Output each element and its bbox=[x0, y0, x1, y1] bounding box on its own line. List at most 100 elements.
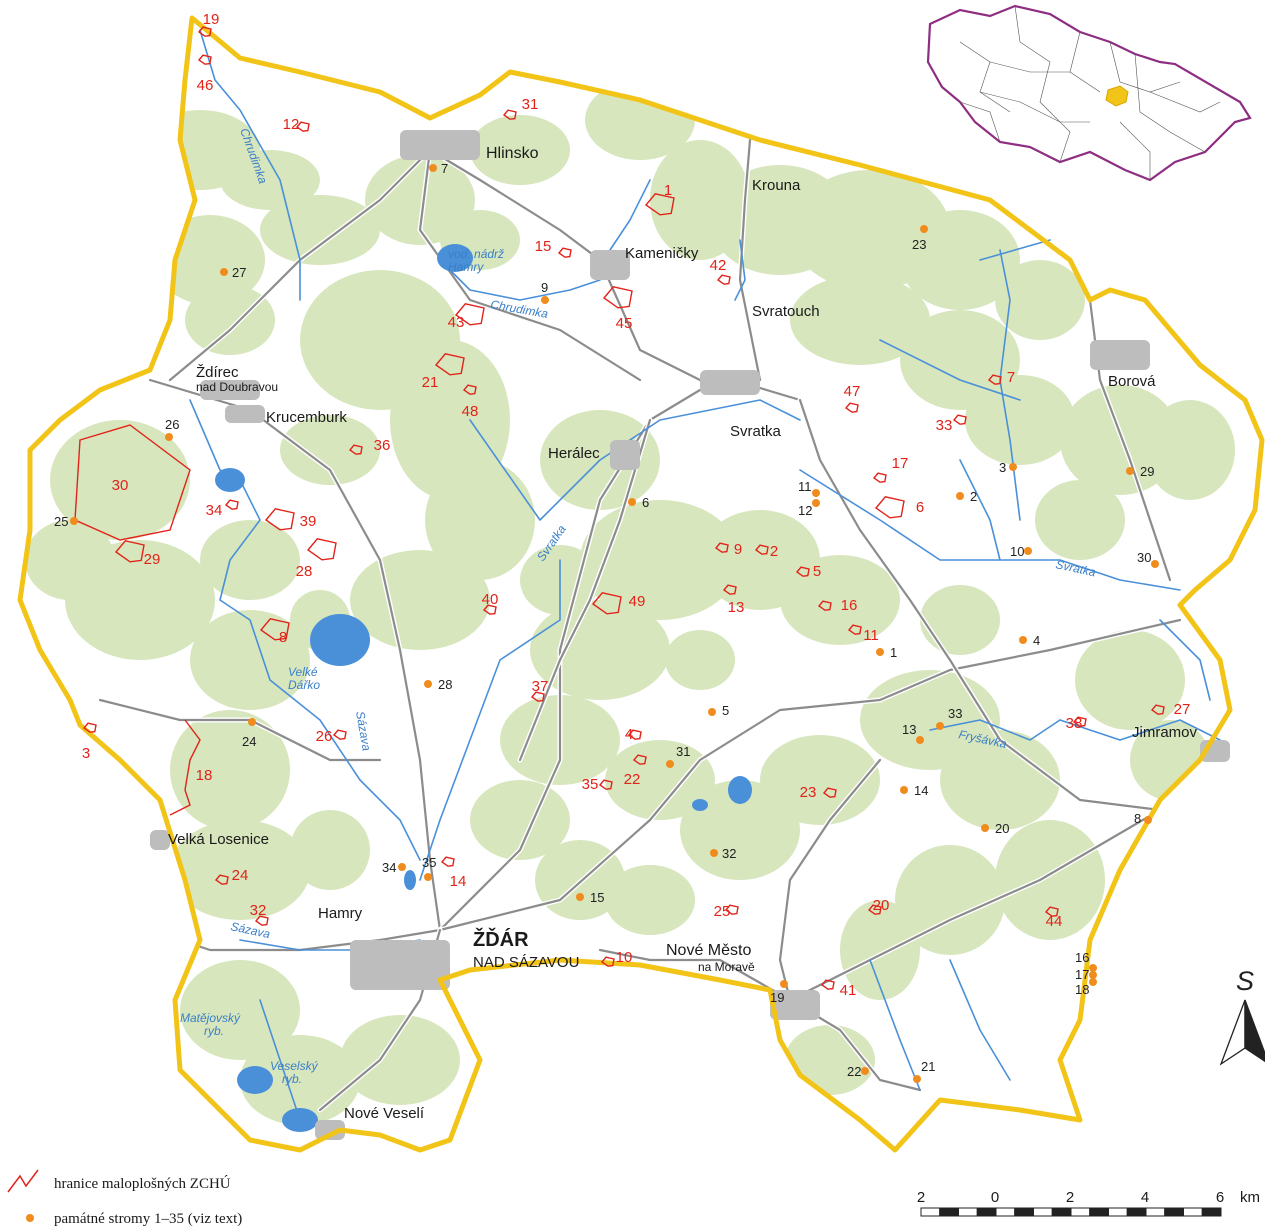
protected-area-label-9: 9 bbox=[734, 541, 742, 558]
protected-area-4 bbox=[627, 729, 642, 740]
town-shape bbox=[225, 405, 265, 423]
protected-area-label-48: 48 bbox=[462, 403, 479, 420]
protected-area-label-25: 25 bbox=[714, 903, 731, 920]
forest-patch bbox=[470, 780, 570, 860]
protected-area-36 bbox=[348, 444, 363, 455]
memorial-tree-label-15: 15 bbox=[590, 890, 604, 905]
town-shape bbox=[400, 130, 480, 160]
memorial-tree-label-29: 29 bbox=[1140, 464, 1154, 479]
memorial-tree-19 bbox=[780, 980, 788, 988]
memorial-tree-13 bbox=[916, 736, 924, 744]
protected-area-label-11: 11 bbox=[863, 627, 879, 644]
protected-area-label-23: 23 bbox=[800, 784, 817, 801]
protected-area-label-46: 46 bbox=[197, 77, 214, 94]
forest-patch bbox=[340, 1015, 460, 1105]
river bbox=[959, 459, 1001, 561]
water-label-vod_nadrz: vod. nádrž bbox=[448, 247, 504, 261]
memorial-tree-9 bbox=[541, 296, 549, 304]
protected-area-label-29: 29 bbox=[144, 551, 161, 568]
scale-segment bbox=[995, 1207, 1016, 1217]
town-label-zdirec: Ždírec bbox=[196, 364, 239, 381]
memorial-tree-5 bbox=[708, 708, 716, 716]
scale-segment bbox=[1108, 1207, 1128, 1217]
protected-area-label-30: 30 bbox=[112, 477, 129, 494]
memorial-tree-16 bbox=[1089, 964, 1097, 972]
forest-patch bbox=[940, 730, 1060, 830]
memorial-tree-30 bbox=[1151, 560, 1159, 568]
protected-area-label-45: 45 bbox=[616, 315, 633, 332]
inset-district-lines bbox=[959, 5, 1221, 180]
protected-area-47 bbox=[844, 402, 859, 413]
inset-map bbox=[926, 4, 1252, 182]
memorial-tree-label-31: 31 bbox=[676, 744, 690, 759]
scale-segment bbox=[920, 1207, 941, 1217]
road bbox=[798, 398, 1162, 812]
protected-area-15 bbox=[557, 247, 572, 258]
protected-area-12 bbox=[295, 121, 310, 132]
memorial-tree-22 bbox=[861, 1067, 869, 1075]
forest-patch bbox=[1035, 480, 1125, 560]
inset-district-line bbox=[1039, 101, 1071, 163]
road bbox=[598, 948, 792, 1002]
memorial-tree-label-18: 18 bbox=[1075, 982, 1089, 997]
memorial-tree-label-19: 19 bbox=[770, 990, 784, 1005]
protected-area-label-34: 34 bbox=[206, 502, 223, 519]
protected-area-label-5: 5 bbox=[813, 563, 821, 580]
town-labels-layer: HlinskoKrounaKameničkySvratouchŽdírecnad… bbox=[168, 145, 1198, 1122]
memorial-tree-27 bbox=[220, 268, 228, 276]
forest-patch bbox=[680, 780, 800, 880]
water-label-matejovsky: Matějovský bbox=[180, 1011, 241, 1025]
memorial-tree-2 bbox=[956, 492, 964, 500]
water-label-sazava1: Sázava bbox=[353, 710, 374, 752]
forest-patch bbox=[780, 555, 900, 645]
town-label-hamry: Hamry bbox=[318, 905, 363, 922]
protected-area-34 bbox=[224, 499, 239, 510]
memorial-tree-label-16: 16 bbox=[1075, 950, 1089, 965]
lake bbox=[237, 1066, 273, 1094]
forest-patch bbox=[760, 735, 880, 825]
forest-patch bbox=[470, 115, 570, 185]
legend: hranice maloplošných ZCHÚ památné stromy… bbox=[7, 1169, 242, 1227]
protected-area-label-10: 10 bbox=[616, 949, 633, 966]
legend-tree-label: památné stromy 1–35 (viz text) bbox=[54, 1211, 242, 1227]
inset-district-line bbox=[1149, 91, 1221, 113]
scale-segment bbox=[1089, 1207, 1109, 1217]
inset-country-outline bbox=[926, 4, 1252, 182]
forest-patch bbox=[180, 960, 300, 1060]
lake bbox=[692, 799, 708, 811]
memorial-tree-label-34: 34 bbox=[382, 860, 396, 875]
river bbox=[869, 959, 921, 1091]
memorial-tree-label-14: 14 bbox=[914, 783, 928, 798]
forest-patch bbox=[900, 210, 1020, 310]
water-label-vod_nadrz2: Hamry bbox=[448, 260, 484, 274]
memorial-tree-14 bbox=[900, 786, 908, 794]
protected-area-label-14: 14 bbox=[450, 873, 467, 890]
memorial-tree-12 bbox=[812, 499, 820, 507]
river bbox=[929, 719, 1061, 741]
scale-segment bbox=[1051, 1207, 1072, 1217]
protected-area-label-1: 1 bbox=[664, 182, 672, 199]
protected-area-1 bbox=[644, 193, 675, 216]
forest-patch bbox=[280, 415, 380, 485]
protected-area-label-18: 18 bbox=[196, 767, 213, 784]
memorial-tree-1 bbox=[876, 648, 884, 656]
memorial-tree-label-23: 23 bbox=[912, 237, 926, 252]
protected-area-25 bbox=[724, 904, 739, 915]
memorial-tree-15 bbox=[576, 893, 584, 901]
lake bbox=[728, 776, 752, 804]
forest-patch bbox=[995, 820, 1105, 940]
protected-area-label-17: 17 bbox=[892, 455, 909, 472]
river bbox=[949, 959, 1011, 1081]
scale-segment bbox=[1201, 1207, 1222, 1217]
forest-patch bbox=[65, 540, 215, 660]
scale-tick-4: 6 bbox=[1216, 1189, 1224, 1206]
memorial-tree-label-21: 21 bbox=[921, 1059, 935, 1074]
protected-area-10 bbox=[600, 956, 615, 967]
scale-tick-3: 4 bbox=[1141, 1189, 1149, 1206]
forest-patch bbox=[190, 610, 310, 710]
protected-area-26 bbox=[332, 729, 347, 740]
inset-district-line bbox=[989, 61, 1070, 73]
memorial-tree-label-32: 32 bbox=[722, 846, 736, 861]
memorial-tree-label-3: 3 bbox=[999, 460, 1006, 475]
scale-segment bbox=[1126, 1207, 1147, 1217]
